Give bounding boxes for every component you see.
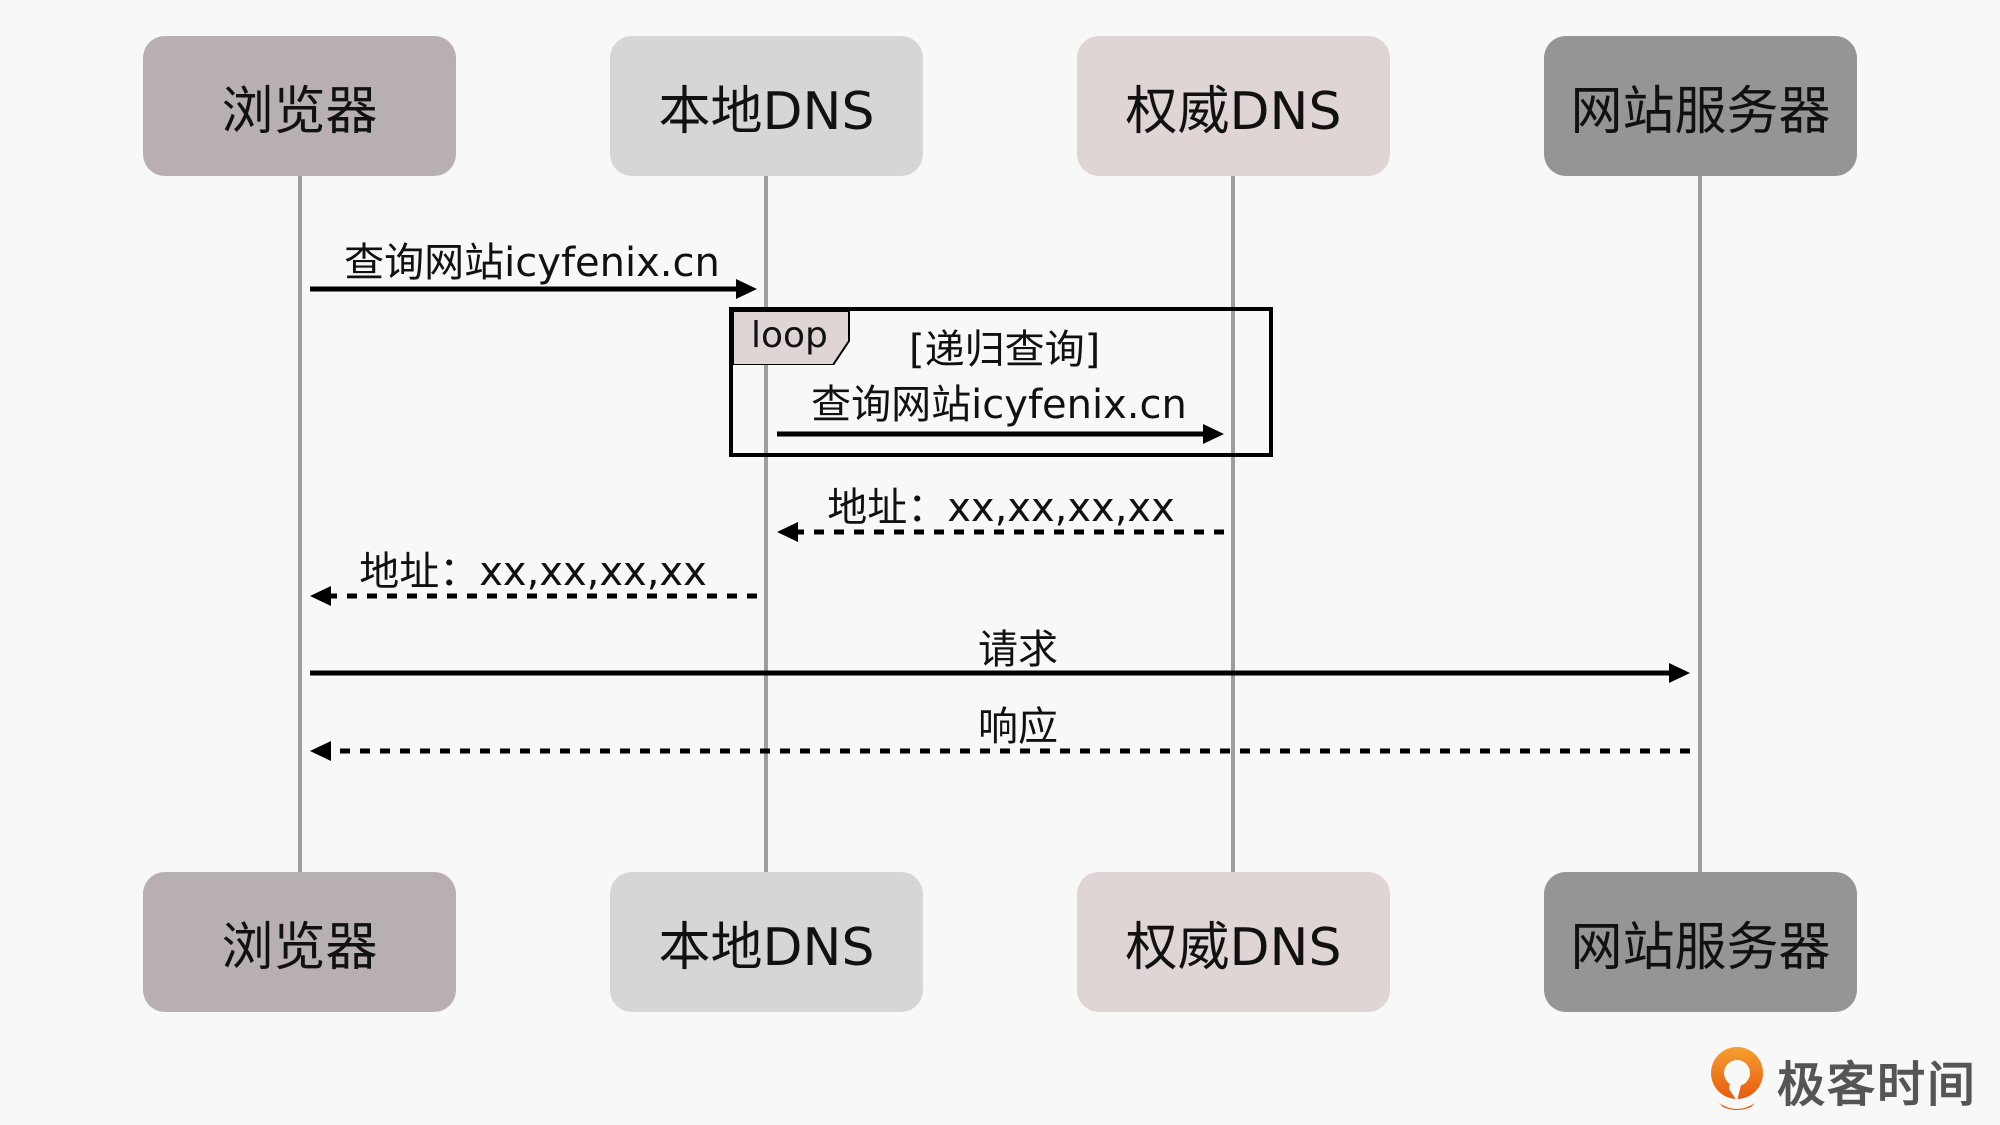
participant-label: 权威DNS xyxy=(1125,81,1342,142)
participant-auth-dns-bottom: 权威DNS xyxy=(1077,872,1390,1012)
message-arrow-reply-browser xyxy=(310,586,757,606)
participant-web-server-top: 网站服务器 xyxy=(1544,36,1857,176)
loop-guard-label: [递归查询] xyxy=(909,327,1101,373)
message-arrow-request xyxy=(310,663,1690,683)
message-label-reply-local: 地址：xx,xx,xx,xx xyxy=(827,485,1175,531)
participant-label: 本地DNS xyxy=(658,917,875,978)
geektime-logo: 极客时间 xyxy=(1707,1045,1977,1115)
geektime-logo-icon xyxy=(1711,1047,1763,1110)
loop-tag-label: loop xyxy=(751,315,828,356)
participant-label: 权威DNS xyxy=(1125,917,1342,978)
lifeline-web-server xyxy=(1698,176,1702,872)
participant-browser-top: 浏览器 xyxy=(143,36,456,176)
message-arrow-response xyxy=(310,741,1690,761)
message-label-query-auth: 查询网站icyfenix.cn xyxy=(811,382,1187,428)
message-arrow-query-local xyxy=(310,279,757,299)
message-label-response: 响应 xyxy=(978,704,1058,750)
message-arrow-reply-local xyxy=(777,522,1224,542)
participant-browser-bottom: 浏览器 xyxy=(143,872,456,1012)
lifeline-auth-dns xyxy=(1231,176,1235,872)
participant-local-dns-bottom: 本地DNS xyxy=(610,872,923,1012)
lifeline-local-dns xyxy=(764,176,768,872)
participant-web-server-bottom: 网站服务器 xyxy=(1544,872,1857,1012)
message-label-query-local: 查询网站icyfenix.cn xyxy=(344,240,720,286)
message-label-reply-browser: 地址：xx,xx,xx,xx xyxy=(359,549,707,595)
participant-label: 浏览器 xyxy=(221,917,378,978)
lifeline-browser xyxy=(298,176,302,872)
logo-text: 极客时间 xyxy=(1777,1057,1978,1113)
participant-label: 本地DNS xyxy=(658,81,875,142)
message-arrow-query-auth xyxy=(777,424,1224,444)
participant-auth-dns-top: 权威DNS xyxy=(1077,36,1390,176)
participant-label: 浏览器 xyxy=(221,81,378,142)
participant-label: 网站服务器 xyxy=(1570,81,1831,142)
participant-local-dns-top: 本地DNS xyxy=(610,36,923,176)
message-label-request: 请求 xyxy=(978,627,1058,673)
participant-label: 网站服务器 xyxy=(1570,917,1831,978)
loop-fragment: loop [递归查询] xyxy=(729,307,1273,457)
loop-tag: loop xyxy=(733,311,851,365)
